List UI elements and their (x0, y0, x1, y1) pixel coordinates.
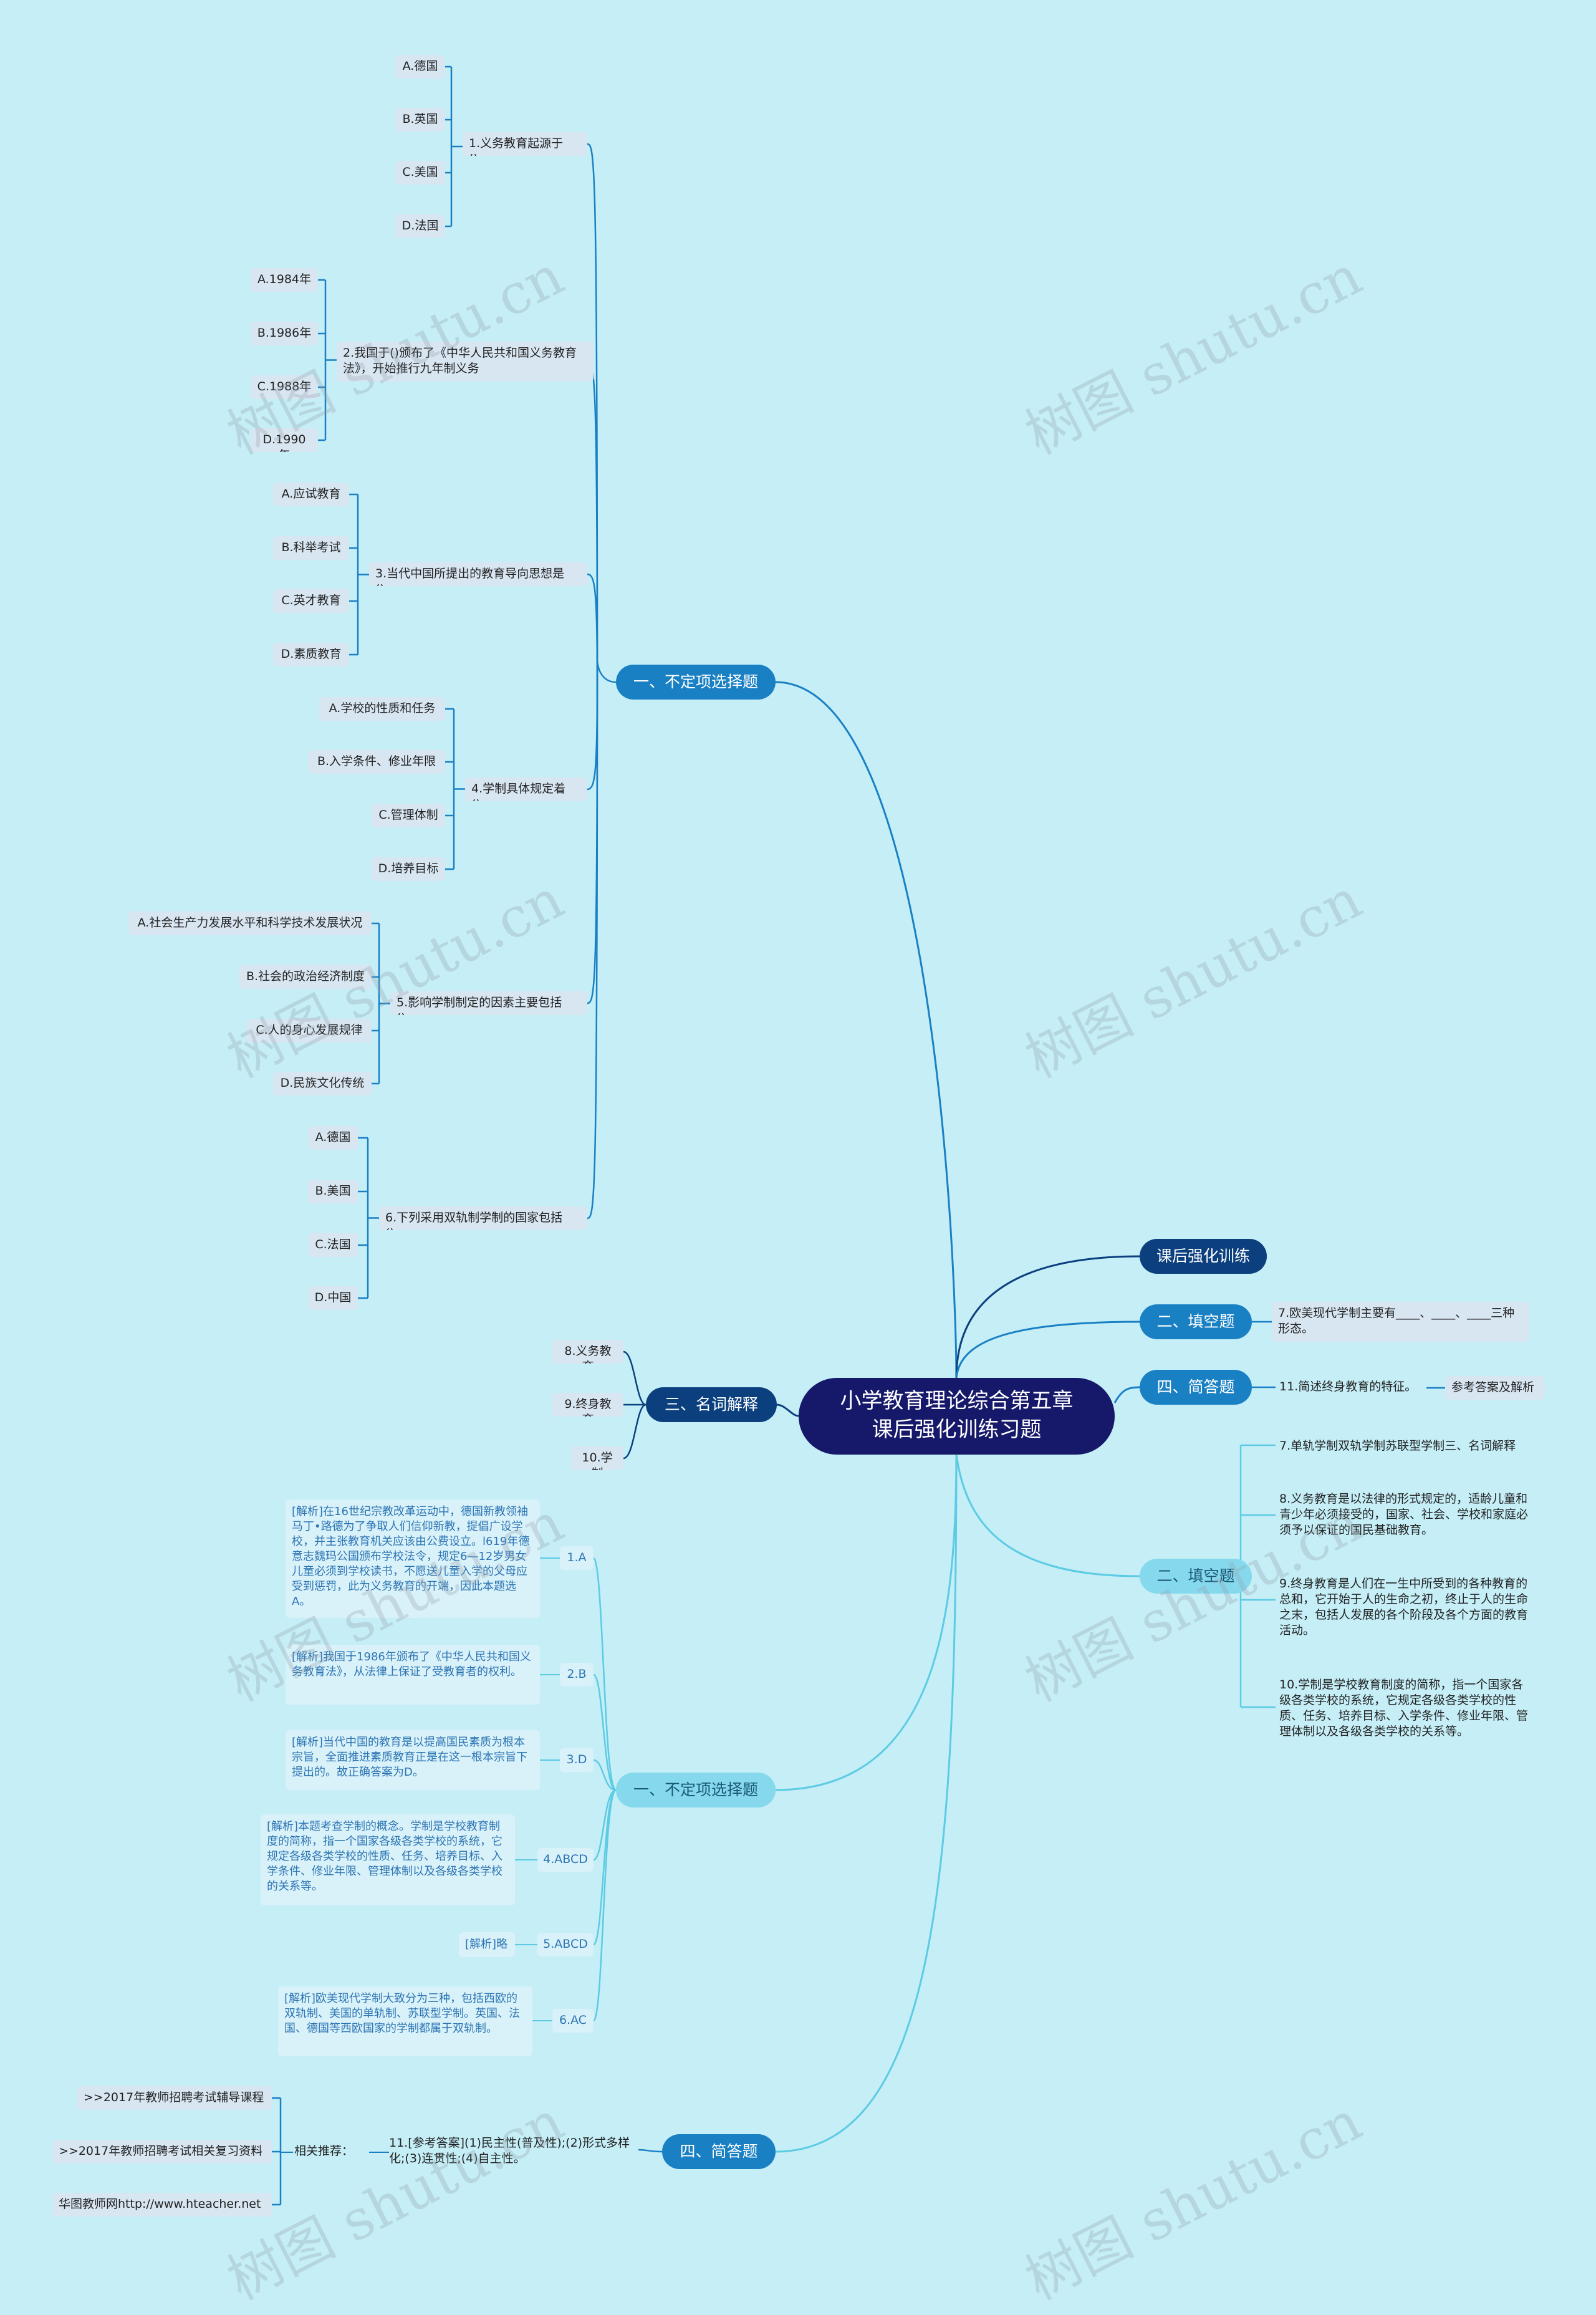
branch-kehou[interactable]: 课后强化训练 (1140, 1239, 1267, 1274)
q1-option-c[interactable]: C.美国 (395, 161, 445, 185)
link-question-6 (587, 681, 598, 1220)
q2-option-d[interactable]: D.1990年 (251, 428, 318, 452)
recommend-link-3[interactable]: 华图教师网http://www.hteacher.net (52, 2193, 272, 2216)
branch-terms[interactable]: 三、名词解释 (646, 1387, 777, 1422)
link-root-tiankong (955, 1321, 1140, 1379)
answer-7: 7.单轨学制双轨学制苏联型学制三、名词解释 (1279, 1439, 1516, 1453)
link-answer-5 (592, 1789, 617, 1946)
link-term-8 (623, 1350, 647, 1406)
q2-option-c[interactable]: C.1988年 (251, 375, 318, 399)
link-root-choice (775, 681, 958, 1379)
answer-2-explanation: [解析]我国于1986年颁布了《中华人民共和国义务教育法》，从法律上保证了受教育… (286, 1645, 540, 1705)
link-answer-2 (592, 1673, 617, 1791)
answer-5-explanation: [解析]略 (459, 1932, 515, 1957)
answer-1-label[interactable]: 1.A (560, 1546, 594, 1570)
question-2[interactable]: 2.我国于()颁布了《中华人民共和国义务教育法》，开始推行九年制义务 (337, 342, 594, 382)
q4-option-a[interactable]: A.学校的性质和任务 (319, 697, 445, 721)
branch-tiankong-top[interactable]: 二、填空题 (1140, 1304, 1252, 1339)
link-root-short (775, 1454, 958, 2153)
q4-option-c[interactable]: C.管理体制 (372, 804, 445, 827)
term-8[interactable]: 8.义务教育 (552, 1340, 623, 1364)
question-5[interactable]: 5.影响学制制定的因素主要包括()。 (390, 991, 587, 1015)
question-3[interactable]: 3.当代中国所提出的教育导向思想是()。 (369, 562, 587, 586)
link-answer-3 (593, 1759, 617, 1791)
question-7[interactable]: 7.欧美现代学制主要有____、____、____三种形态。 (1272, 1302, 1529, 1342)
q6-option-b[interactable]: B.美国 (308, 1180, 358, 1203)
answer-8: 8.义务教育是以法律的形式规定的，适龄儿童和青少年必须接受的，国家、社会、学校和… (1279, 1492, 1529, 1537)
q4-option-b[interactable]: B.入学条件、修业年限 (308, 750, 445, 774)
q5-option-d[interactable]: D.民族文化传统 (273, 1072, 372, 1095)
branch-choice-questions[interactable]: 一、不定项选择题 (616, 665, 776, 700)
answer-5-label[interactable]: 5.ABCD (537, 1933, 594, 1956)
q6-option-c[interactable]: C.法国 (308, 1233, 358, 1257)
term-9[interactable]: 9.终身教育 (552, 1393, 623, 1417)
branch-short-answer[interactable]: 四、简答题 (662, 2134, 776, 2169)
question-4[interactable]: 4.学制具体规定着()。 (465, 777, 587, 801)
link-root-kehou (955, 1255, 1140, 1379)
reference-answer-label[interactable]: 参考答案及解析 (1445, 1376, 1545, 1400)
link-root-tiankong-ans (955, 1454, 1140, 1577)
branch-tiankong-answers[interactable]: 二、填空题 (1140, 1559, 1252, 1594)
branch-jianda-top[interactable]: 四、简答题 (1140, 1370, 1252, 1405)
answer-4-label[interactable]: 4.ABCD (537, 1848, 594, 1872)
q4-option-d[interactable]: D.培养目标 (372, 857, 445, 881)
link-question-2 (587, 360, 598, 683)
answer-2-label[interactable]: 2.B (560, 1663, 594, 1687)
q1-option-a[interactable]: A.德国 (395, 55, 445, 79)
q3-option-d[interactable]: D.素质教育 (273, 643, 349, 667)
answer-3-explanation: [解析]当代中国的教育是以提高国民素质为根本宗旨，全面推进素质教育正是在这一根本… (286, 1730, 540, 1790)
link-answer-6 (592, 1789, 617, 2022)
link-root-jianda (1113, 1386, 1140, 1403)
link-root-terms (776, 1403, 799, 1417)
link-question-4 (587, 681, 598, 791)
q3-option-a[interactable]: A.应试教育 (273, 483, 349, 506)
recommend-link-1[interactable]: >>2017年教师招聘考试辅导课程 (77, 2086, 272, 2110)
term-10[interactable]: 10.学制 (571, 1446, 623, 1470)
q6-option-d[interactable]: D.中国 (308, 1286, 358, 1310)
answer-10: 10.学制是学校教育制度的简称，指一个国家各级各类学校的系统，它规定各级各类学校… (1279, 1678, 1529, 1738)
answer-6-explanation: [解析]欧美现代学制大致分为三种，包括西欧的双轨制、美国的单轨制、苏联型学制。英… (278, 1986, 532, 2056)
q3-option-b[interactable]: B.科举考试 (273, 536, 349, 560)
answer-11: 11.[参考答案](1)民主性(普及性);(2)形式多样化;(3)连贯性;(4)… (389, 2136, 630, 2165)
q1-option-d[interactable]: D.法国 (395, 214, 445, 238)
recommend-link-2[interactable]: >>2017年教师招聘考试相关复习资料 (52, 2140, 272, 2163)
question-6[interactable]: 6.下列采用双轨制学制的国家包括()。 (379, 1206, 587, 1230)
link-question-3 (587, 573, 598, 683)
answer-4-explanation: [解析]本题考查学制的概念。学制是学校教育制度的简称，指一个国家各级各类学校的系… (261, 1814, 515, 1905)
branch-choice-answers[interactable]: 一、不定项选择题 (616, 1773, 776, 1807)
link-term-10 (623, 1403, 647, 1460)
root-topic[interactable]: 小学教育理论综合第五章 课后强化训练习题 (799, 1378, 1115, 1455)
answer-6-label[interactable]: 6.AC (552, 2009, 594, 2033)
q5-option-a[interactable]: A.社会生产力发展水平和科学技术发展状况 (128, 912, 372, 935)
q5-option-c[interactable]: C.人的身心发展规律 (247, 1019, 372, 1042)
related-label: 相关推荐： (294, 2144, 354, 2158)
q2-option-a[interactable]: A.1984年 (251, 268, 318, 292)
answer-1-explanation: [解析]在16世纪宗教改革运动中，德国新教领袖马丁•路德为了争取人们信仰新教，提… (286, 1499, 540, 1618)
answer-9: 9.终身教育是人们在一生中所受到的各种教育的总和，它开始于人的生命之初，终止于人… (1279, 1577, 1529, 1637)
answer-3-label[interactable]: 3.D (560, 1748, 594, 1772)
question-11[interactable]: 11.简述终身教育的特征。 (1279, 1380, 1417, 1393)
q1-option-b[interactable]: B.英国 (395, 108, 445, 132)
link-answer-1 (592, 1557, 617, 1791)
question-1[interactable]: 1.义务教育起源于()。 (463, 132, 587, 156)
spine-choice (596, 660, 617, 683)
q3-option-c[interactable]: C.英才教育 (273, 589, 349, 613)
q2-option-b[interactable]: B.1986年 (251, 322, 318, 345)
link-root-choice-ans (775, 1454, 958, 1791)
link-answer-11 (638, 2149, 663, 2153)
q5-option-b[interactable]: B.社会的政治经济制度 (239, 965, 372, 989)
q6-option-a[interactable]: A.德国 (308, 1126, 358, 1150)
link-question-5 (587, 681, 598, 1004)
link-answer-4 (593, 1789, 617, 1861)
